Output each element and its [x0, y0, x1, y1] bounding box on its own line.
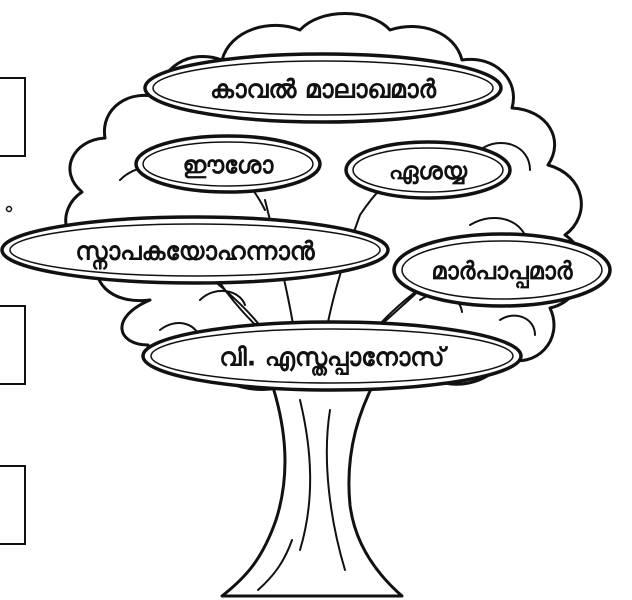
- oval-guardian-angels: കാവൽ മാലാഖമാർ: [143, 52, 503, 124]
- oval-eesho: ഈശോ: [134, 134, 322, 194]
- label-eesho: ഈശോ: [183, 151, 275, 179]
- bullet-dot: [5, 205, 13, 213]
- answer-box-2: [0, 305, 26, 385]
- label-popes: മാർപാപ്പമാർ: [431, 257, 573, 289]
- oval-popes: മാർപാപ്പമാർ: [392, 232, 612, 308]
- label-guardian-angels: കാവൽ മാലാഖമാർ: [210, 75, 436, 104]
- answer-box-1: [0, 77, 26, 157]
- oval-st-stephen: വി. എസ്തപ്പാനോസ്: [141, 320, 523, 392]
- label-st-stephen: വി. എസ്തപ്പാനോസ്: [219, 343, 448, 377]
- answer-box-3: [0, 465, 26, 545]
- oval-john-the-baptist: സ്നാപകയോഹന്നാൻ: [0, 215, 390, 285]
- label-john-the-baptist: സ്നാപകയോഹന്നാൻ: [75, 237, 315, 271]
- oval-eshaya: ഏശയ്യ: [344, 140, 512, 200]
- tree-trunk: [220, 370, 404, 598]
- label-eshaya: ഏശയ്യ: [389, 157, 468, 185]
- trunk-bark-lines: [257, 399, 346, 591]
